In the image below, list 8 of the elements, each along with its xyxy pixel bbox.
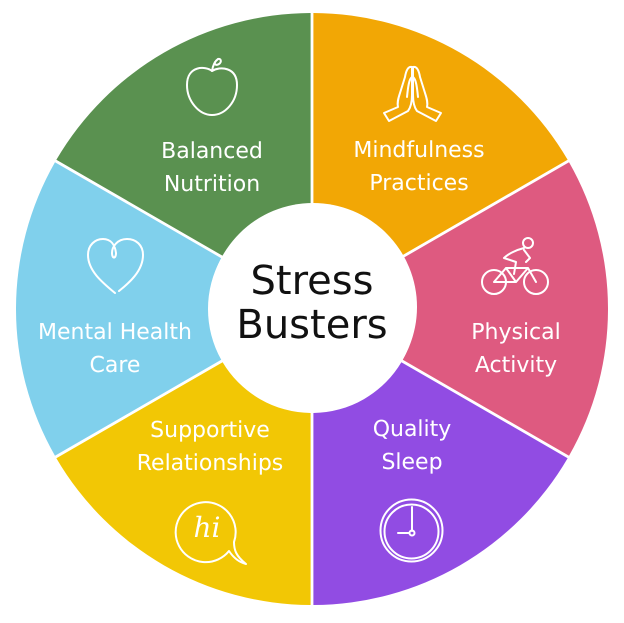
segment-label: Supportive Relationships [136, 417, 284, 478]
segment-label: Balanced Nutrition [160, 138, 264, 199]
segment-label: Mindfulness Practices [352, 137, 486, 198]
greeting-text: hi [192, 513, 222, 543]
hub-title: Stress Busters [235, 259, 389, 347]
segment-label: Physical Activity [470, 319, 562, 380]
segment-label: Quality Sleep [372, 416, 452, 477]
segment-label: Mental Health Care [37, 319, 193, 380]
